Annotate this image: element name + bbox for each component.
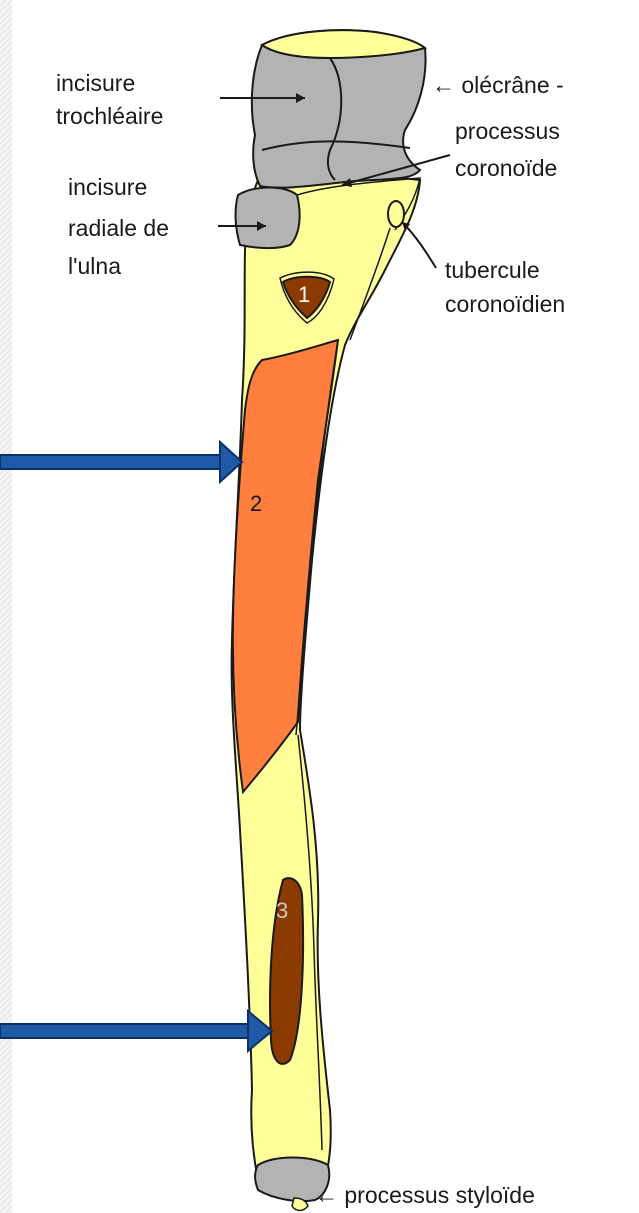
label-incisure-radiale-line1: incisure [68,174,147,200]
blue-arrow-right-icon [0,1011,272,1051]
label-tubercule-coronoidien-line2: coronoïdien [445,291,565,317]
pointer-line [402,222,436,268]
label-tubercule-coronoidien-line1: tubercule [445,257,540,283]
label-olecrane: ← olécrâne - [432,72,564,98]
coronoid-tubercle [388,201,404,227]
label-incisure-trochleaire-line2: trochléaire [56,103,163,129]
label-processus-coronoide-line2: coronoïde [455,155,557,181]
blue-arrow-right-icon [0,442,242,482]
olecranon-top [262,30,425,58]
region-2-surface [233,340,338,792]
radial-notch-surface [236,188,300,249]
label-processus-styloide: ← processus styloïde [315,1182,535,1208]
label-incisure-radiale-line3: l'ulna [68,253,121,279]
label-incisure-trochleaire-line1: incisure [56,70,135,96]
region-number-3: 3 [276,898,288,923]
region-number-1: 1 [298,282,310,307]
label-incisure-radiale-line2: radiale de [68,215,169,241]
label-processus-coronoide-line1: processus [455,118,560,144]
region-number-2: 2 [250,491,262,516]
